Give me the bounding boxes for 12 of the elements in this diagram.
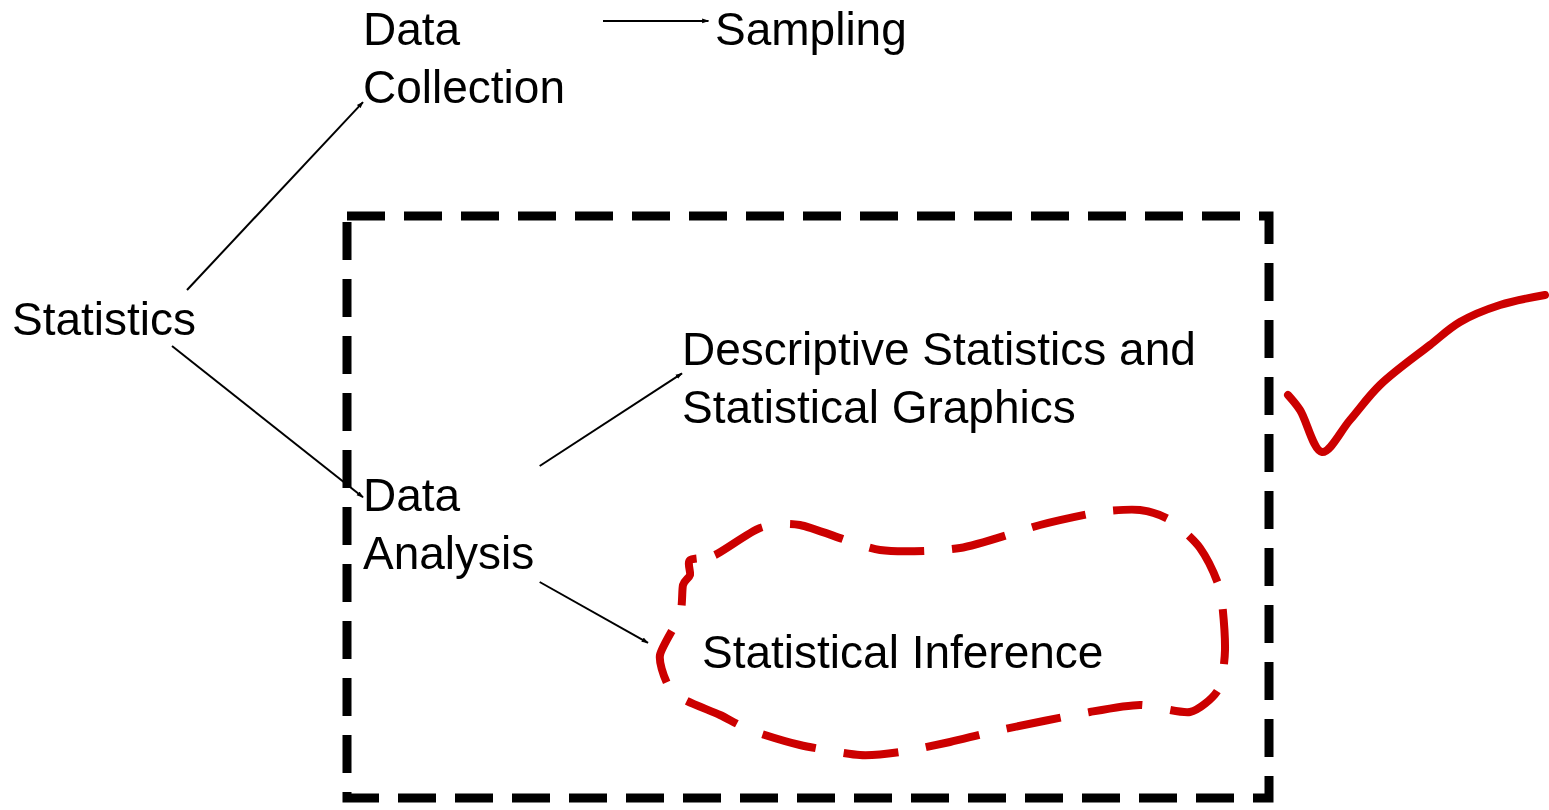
arrow [538,372,683,467]
node-label: Data Collection [363,0,603,116]
arrow [186,101,364,291]
node-label: Sampling [715,0,935,58]
node-label: Statistics [12,290,212,346]
node-label: Data Analysis [363,466,553,582]
arrow [602,18,710,24]
node-label: Descriptive Statistics and Statistical Graphics [682,320,1227,436]
node-label: Statistical Inference [702,625,1104,680]
arrow [171,345,364,499]
arrow [538,581,649,644]
dashed-frame [343,212,1273,802]
